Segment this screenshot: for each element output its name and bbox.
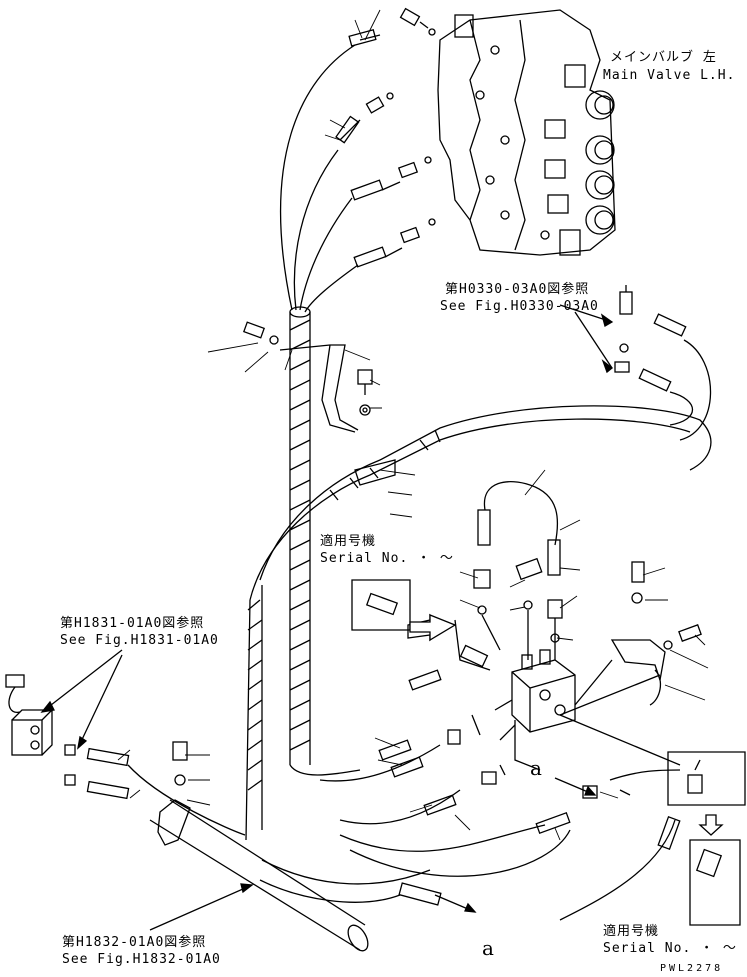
large-wrapped-hose bbox=[245, 405, 712, 841]
control-hose-loop bbox=[473, 480, 563, 660]
right-bracket bbox=[559, 561, 702, 716]
main-valve-assembly-icon bbox=[437, 9, 616, 256]
solenoid-valve-block-icon bbox=[494, 649, 576, 741]
serial-label-en-1: Serial No. ・ ～ bbox=[320, 551, 454, 566]
ref-h1831-label-en: See Fig.H1831-01A0 bbox=[60, 633, 219, 648]
top-fittings bbox=[365, 7, 436, 244]
reference-letter-a-upper: a bbox=[530, 756, 542, 780]
vertical-wrapped-bundle bbox=[289, 306, 361, 776]
ref-h0330-label-jp: 第H0330-03A0図参照 bbox=[445, 282, 590, 297]
main-valve-label-jp: メインバルブ 左 bbox=[610, 50, 717, 65]
inset-pointer-arrow bbox=[409, 614, 457, 642]
bottom-diagonal-pipe bbox=[149, 741, 442, 952]
serial-label-jp-2: 適用号機 bbox=[603, 924, 660, 939]
callout-arrow-icon bbox=[40, 304, 614, 931]
drawing-code: PWL2278 bbox=[660, 963, 724, 974]
inset-box-fitting bbox=[667, 751, 746, 926]
ref-h0330-label-en: See Fig.H0330-03A0 bbox=[440, 299, 599, 314]
reference-letter-a-lower: a bbox=[482, 936, 494, 960]
serial-label-en-2: Serial No. ・ ～ bbox=[603, 941, 737, 956]
main-valve-label-en: Main Valve L.H. bbox=[603, 68, 736, 83]
ref-h1832-label-en: See Fig.H1832-01A0 bbox=[62, 952, 221, 967]
serial-label-jp-1: 適用号機 bbox=[320, 534, 377, 549]
leader-lines bbox=[117, 9, 709, 841]
left-valve-block bbox=[5, 674, 246, 836]
ref-h1832-label-jp: 第H1832-01A0図参照 bbox=[62, 935, 207, 950]
top-hoses bbox=[280, 29, 403, 313]
ref-h1831-label-jp: 第H1831-01A0図参照 bbox=[60, 616, 205, 631]
lower-hoses bbox=[319, 669, 681, 921]
bracket-and-bolts bbox=[242, 321, 373, 433]
right-hose-loop bbox=[614, 285, 712, 441]
